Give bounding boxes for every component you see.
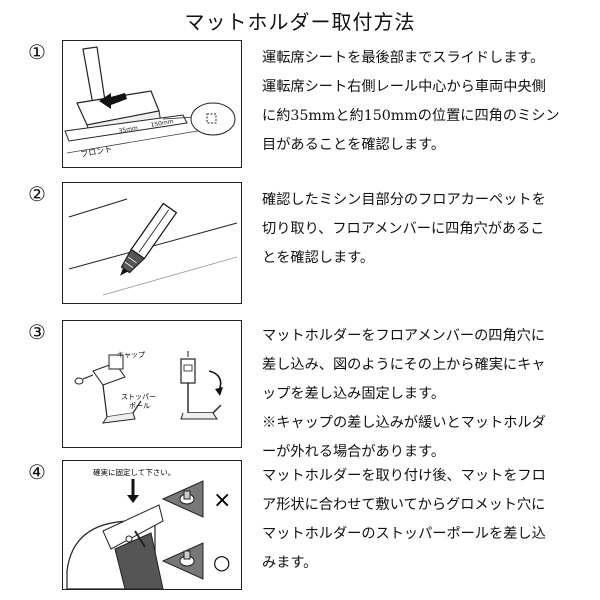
correct-mark: ○ [213,550,230,574]
stopper-label: ストッパー ポール [121,393,158,410]
step-number: ④ [28,460,46,484]
step-number: ① [28,40,46,64]
step-4-figure: 確実に固定して下さい。 × ○ [62,460,242,590]
seat-back [82,46,106,106]
step-1-figure: 35mm 150mm フロント [62,40,242,168]
step-3-text: マットホルダーをフロアメンバーの四角穴に 差し込み、図のようにその上から確実にキ… [262,328,546,460]
slide-arrow-icon [99,93,127,109]
step-number: ③ [28,320,46,344]
step-3-figure: キャップ ストッパー ポール [62,320,242,448]
detail-callout [190,102,236,136]
down-arrow-icon [127,495,139,503]
fix-note-label: 確実に固定して下さい。 [93,467,175,477]
step-number: ② [28,182,46,206]
wrong-mark: × [213,488,231,513]
page-title: マットホルダー取付方法 [184,10,416,34]
rotate-arrow-icon [208,370,222,392]
seat-rail [64,114,188,142]
dim-label-b: 150mm [150,118,174,129]
front-label: フロント [80,145,113,159]
step-1-text: 運転席シートを最後部までスライドします。 運転席シート右側レール中心から車両中央… [262,50,560,153]
step-2-text: 確認したミシン目部分のフロアカーペットを 切り取り、フロアメンバーに四角穴がある… [262,192,546,266]
step-2-figure [62,182,242,304]
cap-icon [108,354,124,370]
cutter-knife-icon [120,202,178,276]
step-4-text: マットホルダーを取り付け後、マットをフロ ア形状に合わせて敷いてからグロメット穴… [262,468,546,571]
cap-label: キャップ [117,351,145,359]
dim-label-a: 35mm [118,125,138,135]
square-perforation-icon [206,113,217,124]
